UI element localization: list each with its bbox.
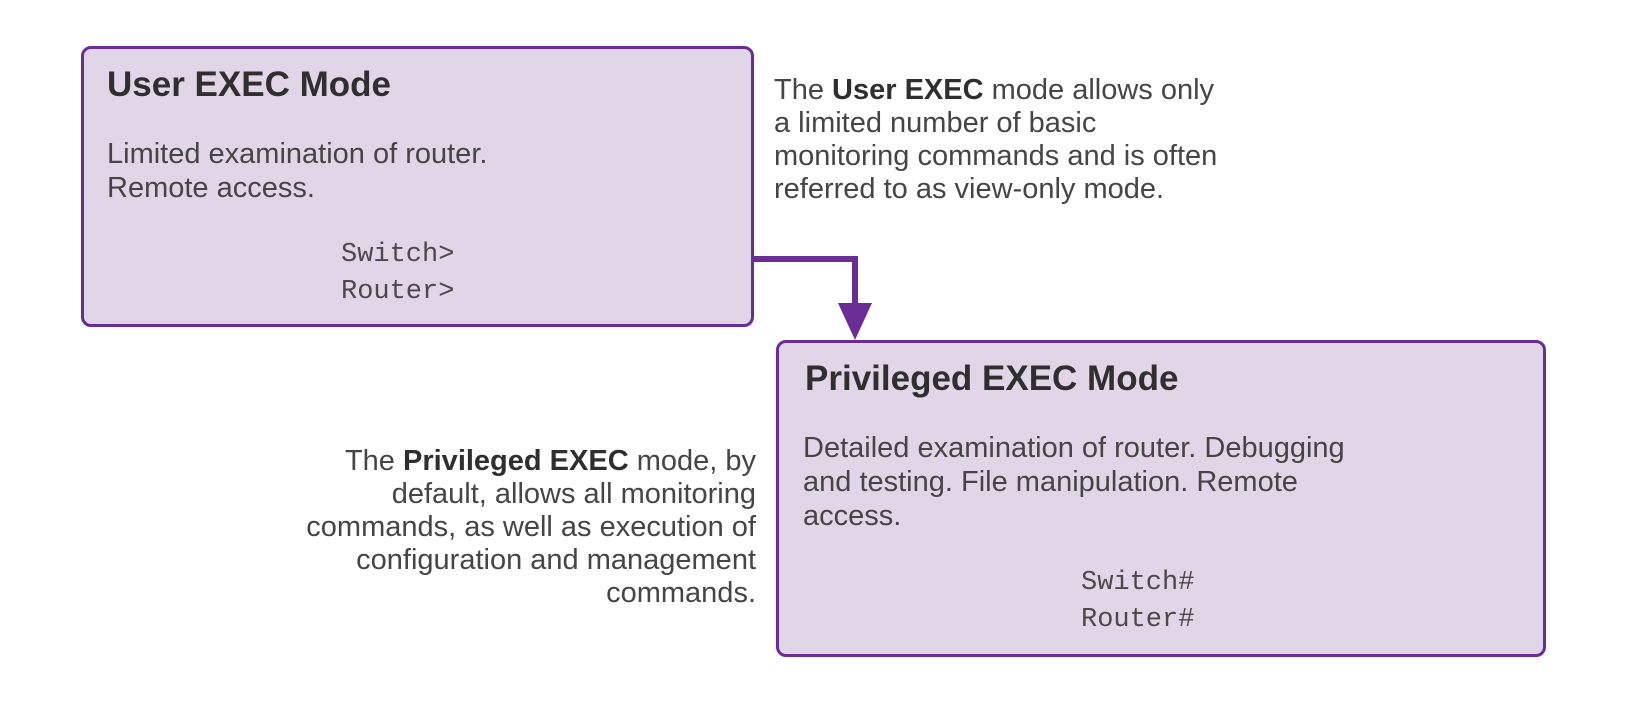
privileged-exec-note: The Privileged EXEC mode, by default, al…: [120, 445, 756, 610]
privileged-exec-mode-box: Privileged EXEC Mode Detailed examinatio…: [776, 340, 1546, 657]
user-exec-description-line: Remote access.: [107, 172, 315, 204]
privileged-exec-note-line: The Privileged EXEC mode, by: [120, 445, 756, 478]
privileged-exec-note-bold: Privileged EXEC: [403, 445, 629, 477]
switch-user-prompt: Switch>: [341, 240, 455, 270]
privileged-exec-note-rest: mode, by: [628, 445, 756, 477]
privileged-exec-description: Detailed examination of router. Debuggin…: [803, 431, 1533, 533]
privileged-exec-note-prefix: The: [344, 445, 403, 477]
user-exec-note-prefix: The: [774, 74, 833, 106]
privileged-exec-description-line: Detailed examination of router. Debuggin…: [803, 432, 1345, 464]
user-exec-note: The User EXEC mode allows only a limited…: [774, 74, 1414, 206]
privileged-exec-note-line: configuration and management: [356, 544, 756, 576]
privileged-exec-note-line: commands, as well as execution of: [306, 511, 756, 543]
privileged-exec-note-line: default, allows all monitoring: [391, 478, 756, 510]
privileged-exec-prompts: Switch# Router#: [1081, 565, 1194, 639]
user-exec-note-rest: mode allows only: [983, 74, 1215, 106]
user-exec-description: Limited examination of router. Remote ac…: [107, 137, 727, 205]
privileged-exec-description-line: and testing. File manipulation. Remote: [803, 466, 1298, 498]
user-exec-note-line: monitoring commands and is often: [774, 140, 1218, 172]
user-exec-prompts: Switch> Router>: [341, 237, 454, 311]
router-privileged-prompt: Router#: [1081, 605, 1195, 635]
privileged-exec-title: Privileged EXEC Mode: [805, 359, 1179, 398]
privileged-exec-note-line: commands.: [606, 577, 756, 609]
arrow-head: [838, 303, 872, 340]
user-exec-mode-box: User EXEC Mode Limited examination of ro…: [81, 46, 754, 327]
privileged-exec-description-line: access.: [803, 500, 902, 532]
user-exec-note-line: a limited number of basic: [774, 107, 1097, 139]
user-exec-description-line: Limited examination of router.: [107, 138, 488, 170]
switch-privileged-prompt: Switch#: [1081, 568, 1195, 598]
arrow-line: [752, 256, 858, 314]
user-exec-note-bold: User EXEC: [832, 74, 984, 106]
user-exec-title: User EXEC Mode: [107, 65, 391, 104]
user-exec-note-line: The User EXEC mode allows only: [774, 74, 1414, 107]
user-exec-note-line: referred to as view-only mode.: [774, 173, 1165, 205]
router-user-prompt: Router>: [341, 277, 455, 307]
